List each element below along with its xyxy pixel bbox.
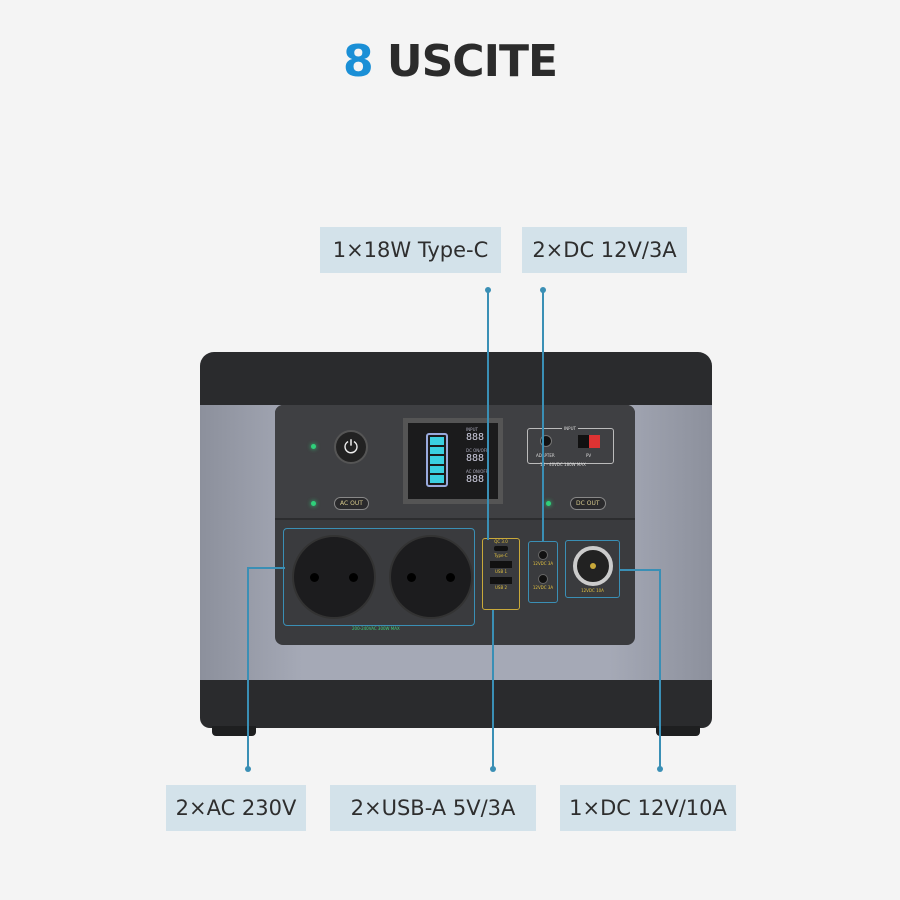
- device-base: [200, 680, 712, 728]
- callout-line: [542, 290, 544, 542]
- device-foot: [656, 726, 700, 736]
- screen-dc-value: 888: [466, 453, 485, 464]
- label-dc-3a: 2×DC 12V/3A: [522, 227, 687, 273]
- battery-icon: [426, 433, 448, 487]
- ac-out-button[interactable]: AC OUT: [334, 497, 369, 510]
- led-indicator: [546, 501, 551, 506]
- dc-port[interactable]: [538, 574, 548, 584]
- label-usb-a: 2×USB-A 5V/3A: [330, 785, 536, 831]
- callout-line: [620, 569, 660, 571]
- dc-out-button[interactable]: DC OUT: [570, 497, 606, 510]
- power-button[interactable]: ⏻: [334, 430, 368, 464]
- usb-ports: QC 3.0 Type-C USB 1 USB 2: [482, 538, 520, 610]
- dc1-label: 12VDC 3A: [532, 561, 554, 566]
- callout-dot: [245, 766, 251, 772]
- led-indicator: [311, 501, 316, 506]
- screen-input-value: 888: [466, 432, 485, 443]
- dc-port[interactable]: [538, 550, 548, 560]
- label-type-c: 1×18W Type-C: [320, 227, 501, 273]
- title-number: 8: [342, 36, 374, 87]
- callout-dot: [485, 287, 491, 293]
- callout-line: [492, 610, 494, 768]
- pv-label: PV: [586, 453, 592, 458]
- ac-spec: 200-240VAC 300W MAX: [352, 626, 400, 631]
- lcd-screen: INPUT 888 DC ON/OFF 888 AC ON/OFF 888: [403, 418, 503, 504]
- device-top: [200, 352, 712, 412]
- page-title: 8 USCITE: [0, 36, 900, 87]
- pv-port: [578, 435, 600, 448]
- power-icon: ⏻: [343, 436, 359, 458]
- callout-line: [247, 567, 285, 569]
- ac-socket[interactable]: [292, 535, 376, 619]
- device-foot: [212, 726, 256, 736]
- screen-ac-value: 888: [466, 474, 485, 485]
- ac-socket[interactable]: [389, 535, 473, 619]
- screen-input-label: INPUT: [466, 427, 478, 432]
- label-dc-10a: 1×DC 12V/10A: [560, 785, 736, 831]
- usb-a-port[interactable]: [490, 561, 512, 568]
- screen-dc-label: DC ON/OFF: [466, 448, 489, 453]
- ac-outlets: [283, 528, 475, 626]
- callout-dot: [540, 287, 546, 293]
- callout-dot: [490, 766, 496, 772]
- car-label: 12VDC 10A: [581, 588, 604, 593]
- screen-ac-label: AC ON/OFF: [466, 469, 488, 474]
- usb-a-port[interactable]: [490, 577, 512, 584]
- label-ac: 2×AC 230V: [166, 785, 306, 831]
- usb1-label: USB 1: [494, 569, 508, 574]
- callout-dot: [657, 766, 663, 772]
- usb2-label: USB 2: [494, 585, 508, 590]
- type-c-port[interactable]: [494, 546, 508, 551]
- input-spec: 14 - 40VDC 180W MAX: [540, 462, 586, 467]
- title-text: USCITE: [386, 36, 558, 87]
- led-indicator: [311, 444, 316, 449]
- qc-label: QC 3.0: [494, 539, 508, 544]
- dc-ports: 12VDC 3A 12VDC 3A: [528, 541, 558, 603]
- callout-line: [487, 290, 489, 540]
- car-socket[interactable]: [572, 546, 613, 586]
- type-c-label: Type-C: [494, 553, 508, 558]
- dc2-label: 12VDC 3A: [532, 585, 554, 590]
- input-panel: INPUT ADAPTER PV: [527, 426, 614, 464]
- car-port-box: 12VDC 10A: [565, 540, 620, 598]
- callout-line: [659, 569, 661, 768]
- adapter-label: ADAPTER: [536, 453, 555, 458]
- input-title: INPUT: [562, 426, 578, 431]
- callout-line: [247, 567, 249, 768]
